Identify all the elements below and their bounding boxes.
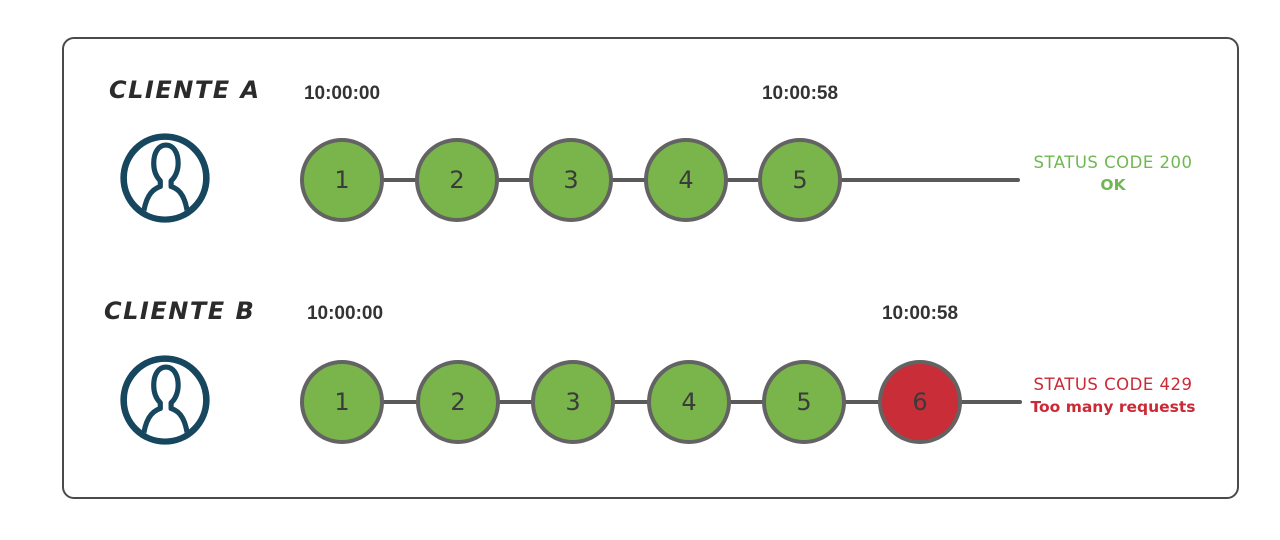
client-a-label: CLIENTE A (109, 76, 261, 104)
request-circle-rejected: 6 (878, 360, 962, 444)
client-b-label: CLIENTE B (104, 297, 256, 325)
end-time-label: 10:00:58 (881, 303, 959, 324)
user-icon (120, 355, 210, 445)
request-circle: 4 (647, 360, 731, 444)
request-circle: 3 (529, 138, 613, 222)
start-time-label: 10:00:00 (306, 303, 384, 324)
start-time-label: 10:00:00 (303, 83, 381, 104)
user-icon (120, 133, 210, 223)
diagram-frame (62, 37, 1239, 499)
request-circle: 3 (531, 360, 615, 444)
request-circle: 5 (762, 360, 846, 444)
end-time-label: 10:00:58 (761, 83, 839, 104)
request-circle: 2 (416, 360, 500, 444)
request-circle: 4 (644, 138, 728, 222)
status-message-line: OK (1100, 176, 1126, 194)
status-text: STATUS CODE 200 OK (1018, 152, 1208, 196)
status-code-line: STATUS CODE 200 (1033, 153, 1193, 172)
status-code-line: STATUS CODE 429 (1033, 375, 1193, 394)
status-message-line: Too many requests (1030, 398, 1196, 416)
request-circle: 5 (758, 138, 842, 222)
request-circle: 1 (300, 360, 384, 444)
request-circle: 2 (415, 138, 499, 222)
status-text: STATUS CODE 429 Too many requests (1018, 374, 1208, 418)
request-circle: 1 (300, 138, 384, 222)
